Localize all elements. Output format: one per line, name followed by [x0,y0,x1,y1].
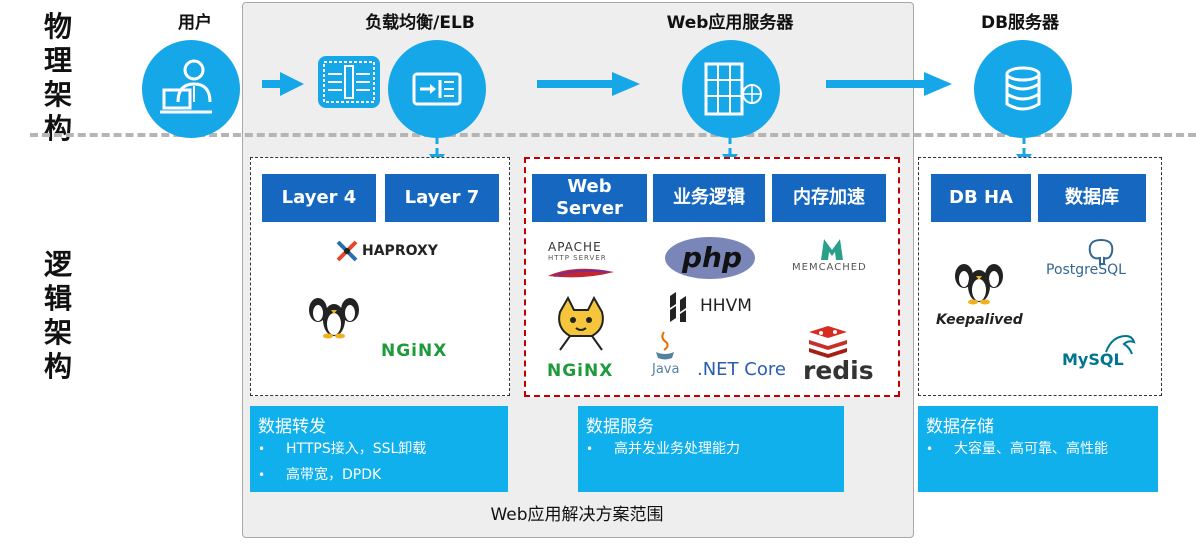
load-balancer-icon [388,40,486,138]
list-item-text: HTTPS接入，SSL卸载 [286,441,427,457]
elb-title: 负载均衡/ELB [365,13,475,33]
tomcat-logo [540,292,622,354]
tag-memory-accel: 内存加速 [772,174,886,222]
web-server-icon [682,40,780,138]
db-server-title: DB服务器 [980,13,1060,33]
apache-subtext: HTTP SERVER [548,254,607,262]
logical-architecture-label: 逻 辑 架 构 [38,248,78,384]
keepalived-logo: Keepalived [936,256,1024,332]
elb-appliance-icon [318,56,380,108]
layer-divider [30,133,1196,137]
solution-scope-caption: Web应用解决方案范围 [490,505,664,525]
hhvm-icon [670,292,686,322]
netcore-logo: .NET Core [697,359,786,380]
php-text: php [682,241,743,274]
apache-feather-icon [548,268,614,278]
list-item-text: 高带宽，DPDK [286,467,382,483]
database-icon [974,40,1072,138]
logical-label-char: 构 [43,350,72,383]
haproxy-text: HAPROXY [362,243,438,259]
tag-db-ha: DB HA [931,174,1031,222]
mysql-text: MySQL [1062,350,1124,369]
mysql-dolphin-icon [1105,334,1136,355]
web-server-title: Web应用服务器 [666,13,794,33]
physical-label-char: 架 [43,78,72,111]
java-cup-icon [656,331,674,360]
redis-text: redis [803,356,874,385]
apache-text: APACHE [548,240,602,254]
physical-architecture-label: 物 理 架 构 [38,10,78,146]
hhvm-text: HHVM [700,296,752,316]
bullet-icon: • [258,468,266,482]
bullet-icon: • [586,442,594,456]
linux-penguins-logo [304,292,364,346]
bullet-icon: • [926,442,934,456]
logical-label-char: 逻 [43,248,72,281]
memcached-icon [821,239,843,260]
postgresql-elephant-icon [1088,238,1114,265]
php-logo: php [665,237,755,279]
tag-business-logic: 业务逻辑 [653,174,765,222]
memcached-text: MEMCACHED [792,262,867,273]
data-service-panel: 数据服务 • 高并发业务处理能力 [578,406,844,492]
user-icon [142,40,240,138]
memcached-logo: MEMCACHED [788,234,876,278]
list-item-text: 高并发业务处理能力 [614,441,740,457]
user-title: 用户 [178,13,212,33]
nginx-logo-web: NGiNX [547,361,614,381]
data-service-title: 数据服务 [586,417,654,437]
list-item: • 高并发业务处理能力 [586,436,740,462]
java-text: Java [652,362,680,377]
physical-label-char: 构 [43,112,72,145]
haproxy-logo: HAPROXY [336,240,438,266]
bullet-icon: • [258,442,266,456]
data-forwarding-title: 数据转发 [258,417,326,437]
logical-label-char: 辑 [43,282,72,315]
data-storage-title: 数据存储 [926,417,994,437]
redis-icon [809,326,847,358]
haproxy-icon [336,240,358,262]
postgresql-text: PostgreSQL [1046,262,1126,278]
data-storage-panel: 数据存储 • 大容量、高可靠、高性能 [918,406,1158,492]
keepalived-text: Keepalived [936,312,1023,328]
list-item-text: 大容量、高可靠、高性能 [954,441,1108,457]
tag-web-server: Web Server [532,174,647,222]
tag-layer7: Layer 7 [385,174,499,222]
data-forwarding-panel: 数据转发 • HTTPS接入，SSL卸载 • 高带宽，DPDK [250,406,508,492]
nginx-logo-lb: NGiNX [381,341,448,361]
java-logo: Java [652,330,679,377]
redis-logo: redis [803,326,874,385]
physical-label-char: 理 [43,44,72,77]
apache-logo: APACHE HTTP SERVER [540,236,622,286]
hhvm-logo: HHVM [668,292,752,326]
tag-layer4: Layer 4 [262,174,376,222]
tag-database: 数据库 [1038,174,1146,222]
logical-label-char: 架 [43,316,72,349]
physical-label-char: 物 [43,10,72,43]
list-item: • 大容量、高可靠、高性能 [926,436,1108,462]
list-item: • HTTPS接入，SSL卸载 [258,436,426,462]
list-item: • 高带宽，DPDK [258,462,426,488]
